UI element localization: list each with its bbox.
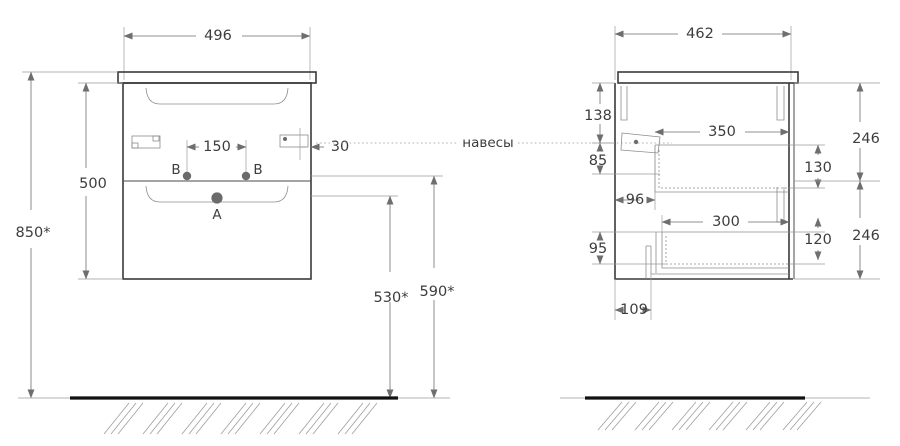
dim-label-side-96: 96: [626, 192, 644, 208]
side-view-group: 462: [560, 26, 880, 431]
dim-label-section-upper: 246: [852, 131, 880, 147]
ground-hatch-front: [103, 402, 378, 435]
bracket-symbol-right: [279, 134, 309, 148]
balloon-b-right: B: [241, 162, 263, 181]
dim-drawer-upper-350: 350: [654, 124, 790, 140]
dim-section-upper-246: 246: [794, 82, 880, 182]
dim-label-height-590: 590*: [420, 284, 455, 300]
side-plinth-detail: [645, 245, 789, 279]
dim-cabinet-height-500: 500: [78, 82, 123, 280]
dim-label-cabinet-height: 500: [79, 176, 107, 192]
ground-line-front: [18, 396, 450, 435]
dim-total-height-850: 850*: [16, 71, 118, 399]
upper-drawer-box: [654, 144, 789, 193]
dim-bracket-spacing-150: 150: [186, 139, 247, 178]
bracket-symbol-left: [131, 135, 161, 149]
center-note-label: навесы: [462, 135, 513, 151]
ground-line-side: [560, 396, 870, 431]
balloon-label-b-left: B: [171, 162, 180, 178]
dim-label-section-lower: 246: [852, 228, 880, 244]
balloon-b-left: B: [171, 162, 192, 181]
dim-drawer-lower-300: 300: [661, 214, 790, 232]
dim-front-width-496: 496: [123, 28, 311, 44]
dim-label-inner-height-120: 120: [804, 232, 832, 248]
dim-label-inner-height-130: 130: [804, 160, 832, 176]
dim-label-side-95: 95: [589, 241, 607, 257]
dim-side-109: 109: [614, 274, 652, 320]
dim-height-590: 590*: [311, 175, 455, 399]
dim-inner-height-120: 120: [789, 217, 832, 265]
balloon-a: A: [211, 192, 223, 223]
dim-label-side-138: 138: [584, 108, 612, 124]
center-note-group: навесы: [316, 135, 616, 151]
ground-hatch-side: [597, 401, 822, 431]
cabinet-body-front: [122, 82, 312, 280]
dim-side-85: 85: [589, 142, 660, 175]
side-panel-stubs-upper: [620, 86, 785, 121]
balloon-label-a: A: [212, 207, 222, 223]
dim-side-depth-462: 462: [614, 26, 792, 42]
side-bracket-symbol: [600, 132, 672, 154]
side-countertop: [617, 71, 799, 84]
dim-label-side-depth: 462: [686, 26, 714, 42]
dim-label-bracket-edge: 30: [331, 139, 349, 155]
dim-label-front-width: 496: [204, 28, 232, 44]
dim-label-drawer-upper-depth: 350: [708, 124, 736, 140]
dim-height-530: 530*: [311, 195, 409, 399]
dim-section-lower-246: 246: [794, 180, 880, 280]
dim-side-95: 95: [589, 231, 666, 265]
dim-label-side-109: 109: [620, 302, 648, 318]
dim-label-total-height: 850*: [16, 225, 51, 241]
dim-label-drawer-lower-depth: 300: [712, 214, 740, 230]
dim-side-96: 96: [614, 145, 656, 210]
dim-inner-height-130: 130: [789, 144, 832, 189]
upper-drawer-handle: [145, 87, 289, 105]
front-view-group: 496: [16, 27, 455, 435]
dim-label-side-85: 85: [589, 153, 607, 169]
dim-label-height-530: 530*: [374, 290, 409, 306]
countertop: [117, 71, 317, 84]
dim-label-bracket-spacing: 150: [203, 139, 231, 155]
balloon-label-b-right: B: [253, 162, 262, 178]
dim-bracket-edge-30: 30: [299, 128, 349, 160]
dim-side-138: 138: [584, 82, 615, 144]
cabinet-body-side: [614, 83, 795, 280]
lower-drawer-box: [655, 231, 789, 273]
